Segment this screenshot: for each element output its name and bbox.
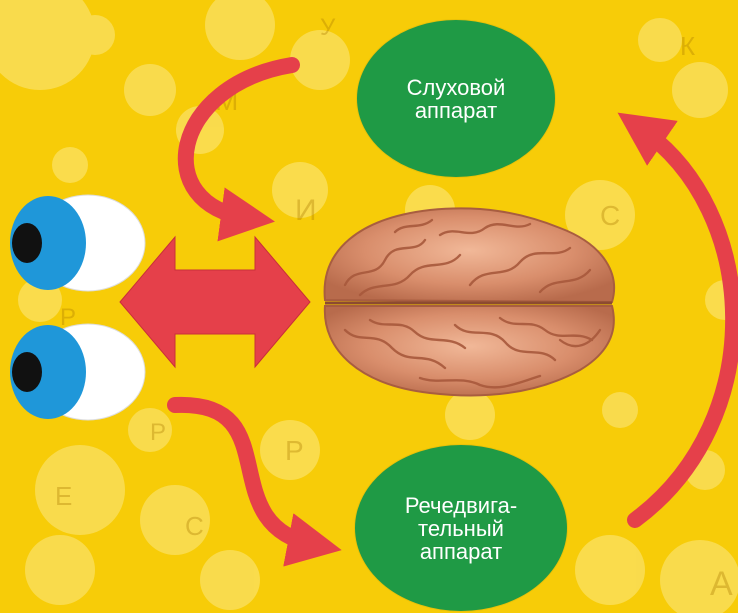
svg-text:Р: Р xyxy=(150,419,166,446)
svg-text:И: И xyxy=(295,194,317,227)
brain-icon xyxy=(325,208,614,395)
hearing-apparatus-label: Слуховой аппарат xyxy=(407,76,506,122)
speech-motor-apparatus-node: Речедвига- тельный аппарат xyxy=(355,445,567,611)
svg-text:У: У xyxy=(320,14,336,41)
svg-text:Р: Р xyxy=(285,435,304,466)
svg-text:С: С xyxy=(185,511,204,541)
svg-text:Е: Е xyxy=(55,481,72,511)
svg-text:С: С xyxy=(600,200,620,231)
speech-motor-apparatus-label: Речедвига- тельный аппарат xyxy=(405,494,517,563)
svg-text:К: К xyxy=(680,31,695,61)
svg-text:А: А xyxy=(710,565,733,603)
hearing-apparatus-node: Слуховой аппарат xyxy=(357,20,555,177)
upper-eye xyxy=(10,195,145,291)
lower-eye xyxy=(10,324,145,420)
